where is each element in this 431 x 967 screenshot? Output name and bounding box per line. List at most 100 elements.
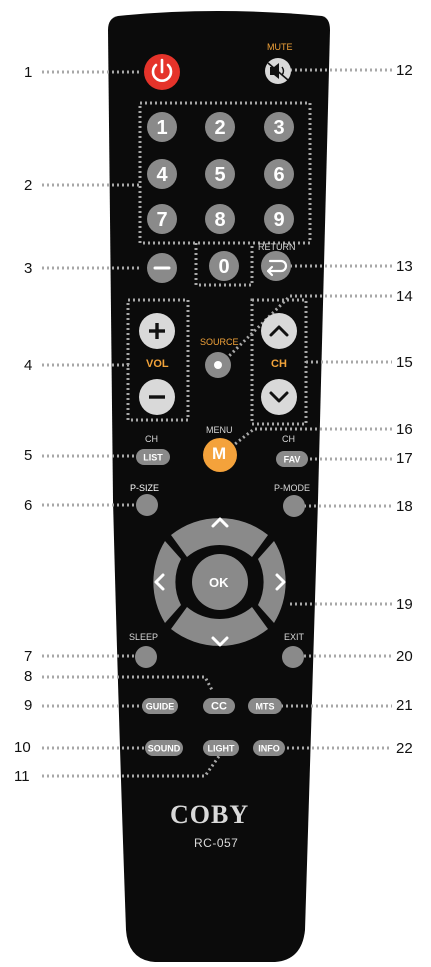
digit-3-label: 3 bbox=[273, 117, 284, 139]
chevron-up-icon bbox=[211, 517, 229, 528]
digit-0-label: 0 bbox=[218, 256, 229, 278]
ch-down-button[interactable] bbox=[261, 379, 297, 415]
return-button[interactable] bbox=[261, 251, 291, 281]
digit-4-button[interactable]: 4 bbox=[147, 159, 177, 189]
chevron-up-icon bbox=[269, 325, 289, 337]
mute-icon bbox=[267, 62, 289, 81]
callout-11: 11 bbox=[14, 768, 30, 785]
callout-16: 16 bbox=[396, 421, 413, 438]
return-label: RETURN bbox=[258, 242, 296, 252]
vol-down-button[interactable] bbox=[139, 379, 175, 415]
mute-button[interactable] bbox=[265, 58, 291, 84]
pmode-button[interactable] bbox=[283, 495, 305, 517]
digit-0-button[interactable]: 0 bbox=[209, 251, 239, 281]
callout-5: 5 bbox=[24, 447, 33, 464]
digit-7-label: 7 bbox=[156, 209, 167, 231]
mts-key-label: MTS bbox=[256, 702, 275, 712]
digit-1-button[interactable]: 1 bbox=[147, 112, 177, 142]
ok-button[interactable] bbox=[192, 554, 248, 610]
digit-5-label: 5 bbox=[214, 164, 225, 186]
digit-5-button[interactable]: 5 bbox=[205, 159, 235, 189]
list-ch-label: CH bbox=[145, 434, 158, 444]
light-key-label: LIGHT bbox=[208, 744, 235, 754]
list-button[interactable]: LIST bbox=[136, 449, 170, 465]
power-button[interactable] bbox=[144, 54, 180, 90]
callout-6: 6 bbox=[24, 497, 33, 514]
menu-key-label: M bbox=[212, 444, 227, 463]
brand-logo: COBY bbox=[170, 800, 250, 829]
callout-15: 15 bbox=[396, 354, 413, 371]
cc-key-label: CC bbox=[211, 701, 227, 713]
chevron-right-icon bbox=[275, 573, 286, 591]
dpad-right[interactable] bbox=[258, 541, 286, 623]
dpad-left[interactable] bbox=[153, 541, 181, 623]
guide-button[interactable]: GUIDE bbox=[142, 698, 178, 714]
exit-button[interactable] bbox=[282, 646, 304, 668]
sleep-button[interactable] bbox=[135, 646, 157, 668]
callout-12: 12 bbox=[396, 62, 413, 79]
vol-up-button[interactable] bbox=[139, 313, 175, 349]
chevron-down-icon bbox=[211, 636, 229, 647]
remote-body bbox=[108, 11, 330, 962]
pmode-label: P-MODE bbox=[274, 483, 310, 493]
callout-3: 3 bbox=[24, 260, 33, 277]
digit-4-label: 4 bbox=[156, 164, 168, 186]
dpad-up[interactable] bbox=[171, 518, 268, 557]
vol-label: VOL bbox=[146, 358, 169, 370]
digit-8-label: 8 bbox=[214, 209, 225, 231]
mute-label: MUTE bbox=[267, 42, 293, 52]
digit-6-button[interactable]: 6 bbox=[264, 159, 294, 189]
callout-20: 20 bbox=[396, 648, 413, 665]
chevron-left-icon bbox=[154, 573, 165, 591]
model-label: RC-057 bbox=[194, 836, 239, 850]
return-icon bbox=[266, 259, 288, 277]
number-keypad: 1 2 3 4 5 6 7 8 9 0 bbox=[147, 112, 294, 281]
digit-8-button[interactable]: 8 bbox=[205, 204, 235, 234]
source-button[interactable] bbox=[205, 352, 231, 378]
info-key-label: INFO bbox=[258, 744, 280, 754]
leader-lines bbox=[42, 68, 392, 778]
psize-label: P-SIZE bbox=[130, 483, 160, 493]
callout-22: 22 bbox=[396, 740, 413, 757]
sleep-label: SLEEP bbox=[129, 632, 159, 642]
callout-8: 8 bbox=[24, 668, 33, 685]
callout-1: 1 bbox=[24, 64, 33, 81]
callout-14: 14 bbox=[396, 288, 413, 305]
callout-7: 7 bbox=[24, 648, 33, 665]
info-button[interactable]: INFO bbox=[253, 740, 285, 756]
callout-9: 9 bbox=[24, 697, 33, 714]
guide-key-label: GUIDE bbox=[146, 702, 175, 712]
callout-2: 2 bbox=[24, 177, 33, 194]
digit-7-button[interactable]: 7 bbox=[147, 204, 177, 234]
callout-13: 13 bbox=[396, 258, 413, 275]
light-button[interactable]: LIGHT bbox=[203, 740, 239, 756]
power-icon bbox=[151, 63, 173, 82]
dpad-down[interactable] bbox=[171, 607, 268, 646]
list-key-label: LIST bbox=[143, 453, 163, 463]
exit-label: EXIT bbox=[284, 632, 305, 642]
callout-19: 19 bbox=[396, 596, 413, 613]
menu-button[interactable] bbox=[203, 438, 237, 472]
group-outlines bbox=[126, 101, 312, 426]
ch-up-button[interactable] bbox=[261, 313, 297, 349]
digit-2-button[interactable]: 2 bbox=[205, 112, 235, 142]
fav-key-label: FAV bbox=[284, 455, 301, 465]
chevron-down-icon bbox=[269, 391, 289, 403]
digit-9-label: 9 bbox=[273, 209, 284, 231]
fav-button[interactable]: FAV bbox=[276, 451, 308, 467]
digit-2-label: 2 bbox=[214, 117, 225, 139]
cc-button[interactable]: CC bbox=[203, 698, 235, 714]
source-label: SOURCE bbox=[200, 337, 239, 347]
ch-label: CH bbox=[271, 358, 287, 370]
dash-button[interactable] bbox=[147, 253, 177, 283]
digit-3-button[interactable]: 3 bbox=[264, 112, 294, 142]
callout-21: 21 bbox=[396, 697, 413, 714]
fav-ch-label: CH bbox=[282, 434, 295, 444]
mts-button[interactable]: MTS bbox=[248, 698, 282, 714]
digit-9-button[interactable]: 9 bbox=[264, 204, 294, 234]
sound-button[interactable]: SOUND bbox=[145, 740, 183, 756]
psize-button[interactable] bbox=[136, 494, 158, 516]
ok-label: OK bbox=[209, 575, 229, 590]
digit-6-label: 6 bbox=[273, 164, 284, 186]
